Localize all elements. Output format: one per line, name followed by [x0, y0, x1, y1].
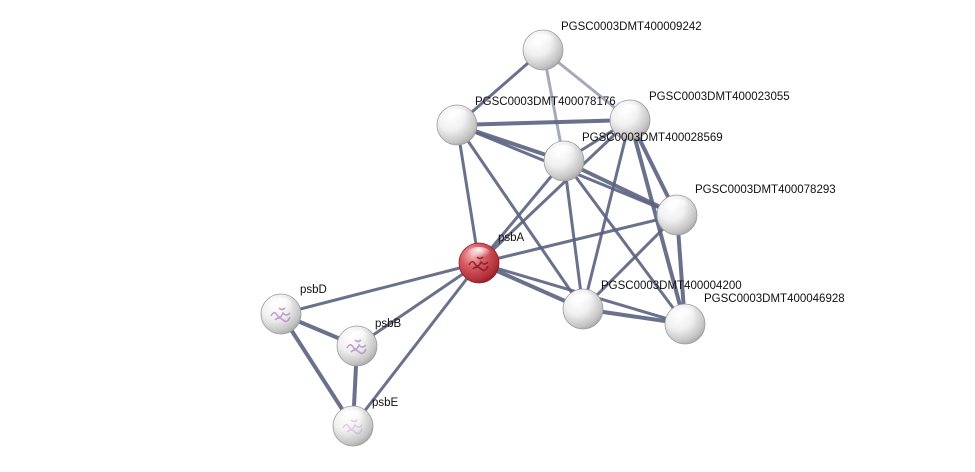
edge-n23055-n4200 — [581, 118, 632, 311]
node-psbE[interactable]: psbE — [332, 397, 399, 447]
edge-n78293-psbA — [477, 213, 679, 265]
node-highlight — [269, 298, 293, 312]
node-n28569[interactable]: PGSC0003DMT400028569 — [543, 132, 723, 182]
node-label: PGSC0003DMT400028569 — [582, 132, 723, 144]
edge-psbD-psbE — [279, 312, 355, 428]
node-psbB[interactable]: psbB — [336, 318, 402, 367]
node-label: psbE — [372, 397, 399, 409]
node-n9242[interactable]: PGSC0003DMT400009242 — [522, 21, 702, 71]
node-highlight — [345, 330, 369, 344]
edge-n78176-n4200 — [455, 123, 585, 311]
node-label: PGSC0003DMT400009242 — [561, 21, 702, 33]
edge-n23055-n46928 — [628, 118, 687, 326]
node-highlight — [467, 247, 491, 261]
edge-n28569-n78293 — [562, 159, 679, 217]
node-highlight — [341, 410, 365, 424]
edge-n78293-n4200 — [581, 213, 679, 311]
node-highlight — [673, 308, 697, 322]
node-highlight — [531, 34, 555, 48]
node-n78176[interactable]: PGSC0003DMT400078176 — [436, 96, 616, 146]
node-label: PGSC0003DMT400078176 — [475, 96, 616, 108]
edge-n28569-n46928 — [562, 159, 687, 326]
edges-layer — [279, 48, 687, 428]
node-psbD[interactable]: psbD — [260, 284, 327, 335]
node-label: psbD — [300, 284, 327, 296]
node-n4200[interactable]: PGSC0003DMT400004200 — [562, 280, 742, 330]
node-highlight — [445, 109, 469, 123]
node-label: PGSC0003DMT400004200 — [601, 280, 742, 292]
node-highlight — [571, 293, 595, 307]
node-n23055[interactable]: PGSC0003DMT400023055 — [609, 91, 790, 141]
edge-n23055-psbA — [477, 118, 632, 265]
edge-n28569-n4200 — [562, 159, 585, 311]
node-label: PGSC0003DMT400078293 — [695, 184, 836, 196]
edge-psbA-psbB — [355, 261, 481, 348]
edge-n78176-psbA — [455, 123, 481, 265]
node-psbA[interactable]: psbA — [458, 232, 525, 284]
edge-n78176-n23055 — [455, 118, 632, 127]
node-n46928[interactable]: PGSC0003DMT400046928 — [664, 293, 845, 345]
edge-psbA-psbE — [351, 261, 481, 428]
node-label: psbB — [375, 318, 402, 330]
node-label: PGSC0003DMT400023055 — [649, 91, 790, 103]
edge-psbA-psbD — [279, 261, 481, 316]
node-label: PGSC0003DMT400046928 — [704, 293, 845, 305]
node-label: psbA — [498, 232, 525, 244]
node-highlight — [618, 104, 642, 118]
node-n78293[interactable]: PGSC0003DMT400078293 — [656, 184, 836, 236]
node-highlight — [552, 145, 576, 159]
edge-n28569-psbA — [477, 159, 566, 265]
node-highlight — [665, 199, 689, 213]
nodes-layer: PGSC0003DMT400009242PGSC0003DMT400078176… — [260, 21, 845, 447]
